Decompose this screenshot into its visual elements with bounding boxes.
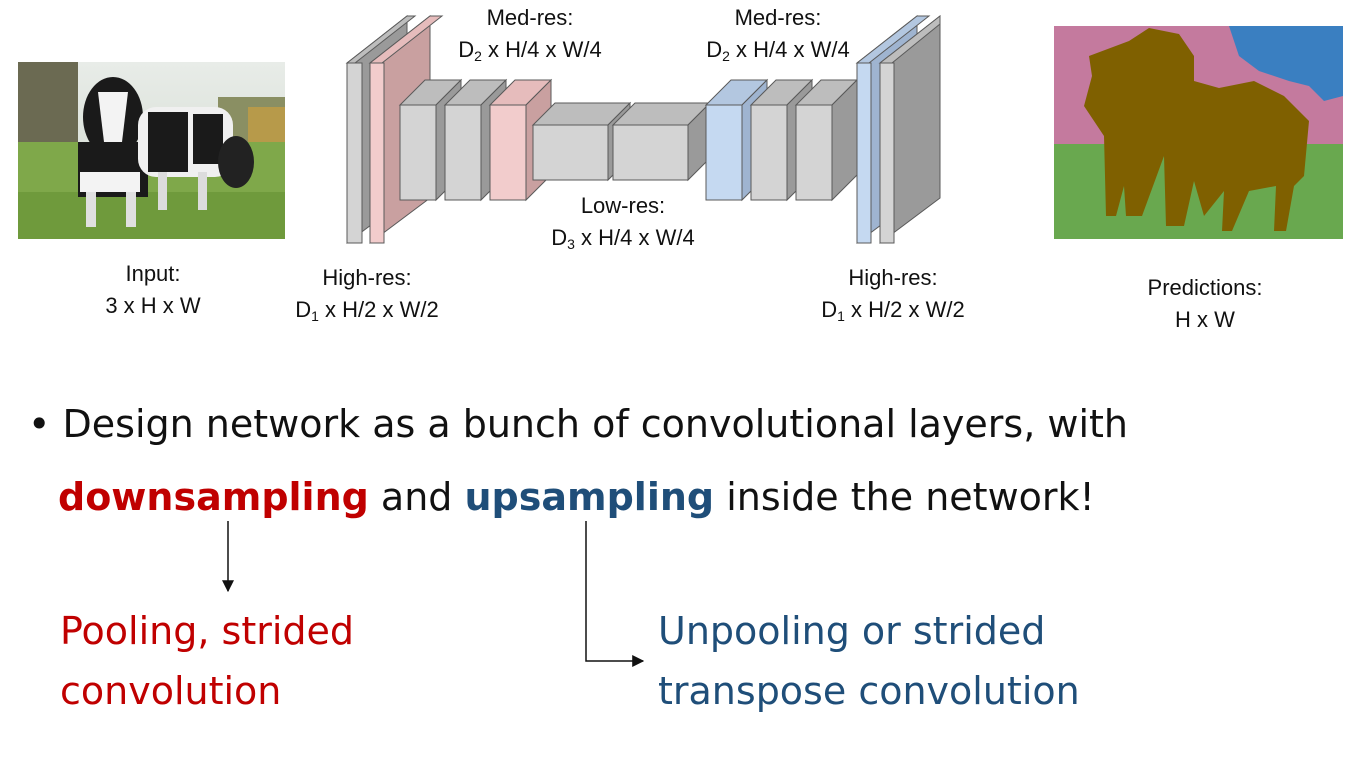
bullet-line-1: • Design network as a bunch of convoluti… <box>28 402 1128 446</box>
bullet-line-2: downsampling and upsampling inside the n… <box>58 475 1095 519</box>
seg-cows <box>1084 28 1309 231</box>
downsampling-word: downsampling <box>58 475 369 519</box>
layer-med-res-right-3 <box>794 78 859 202</box>
tree-left <box>18 62 78 152</box>
bullet-marker: • <box>28 402 51 446</box>
high-res-right-label: High-res: D1 x H/2 x W/2 <box>821 265 965 324</box>
and-word: and <box>368 475 465 519</box>
low-res-label: Low-res: D3 x H/4 x W/4 <box>551 193 695 252</box>
bullet-text-line2-rest: inside the network! <box>714 475 1095 519</box>
layer-low-res-2 <box>611 101 712 182</box>
layer-high-res-right-2 <box>878 14 941 244</box>
network-diagram <box>345 14 941 244</box>
up-arrow <box>585 521 645 667</box>
upsampling-note: Unpooling or strided transpose convoluti… <box>658 609 1080 713</box>
high-res-left-label: High-res: D1 x H/2 x W/2 <box>295 265 439 324</box>
med-res-left-label: Med-res: D2 x H/4 x W/4 <box>458 5 602 64</box>
input-image <box>18 62 285 239</box>
seg-sky <box>1229 26 1343 101</box>
downsampling-note: Pooling, strided convolution <box>60 609 355 713</box>
upsampling-word: upsampling <box>464 475 715 519</box>
med-res-right-label: Med-res: D2 x H/4 x W/4 <box>706 5 850 64</box>
bullet-text-line1: Design network as a bunch of convolution… <box>62 402 1128 446</box>
prediction-image <box>1054 26 1343 239</box>
predictions-label: Predictions: H x W <box>1147 275 1263 332</box>
input-label: Input: 3 x H x W <box>105 261 201 318</box>
